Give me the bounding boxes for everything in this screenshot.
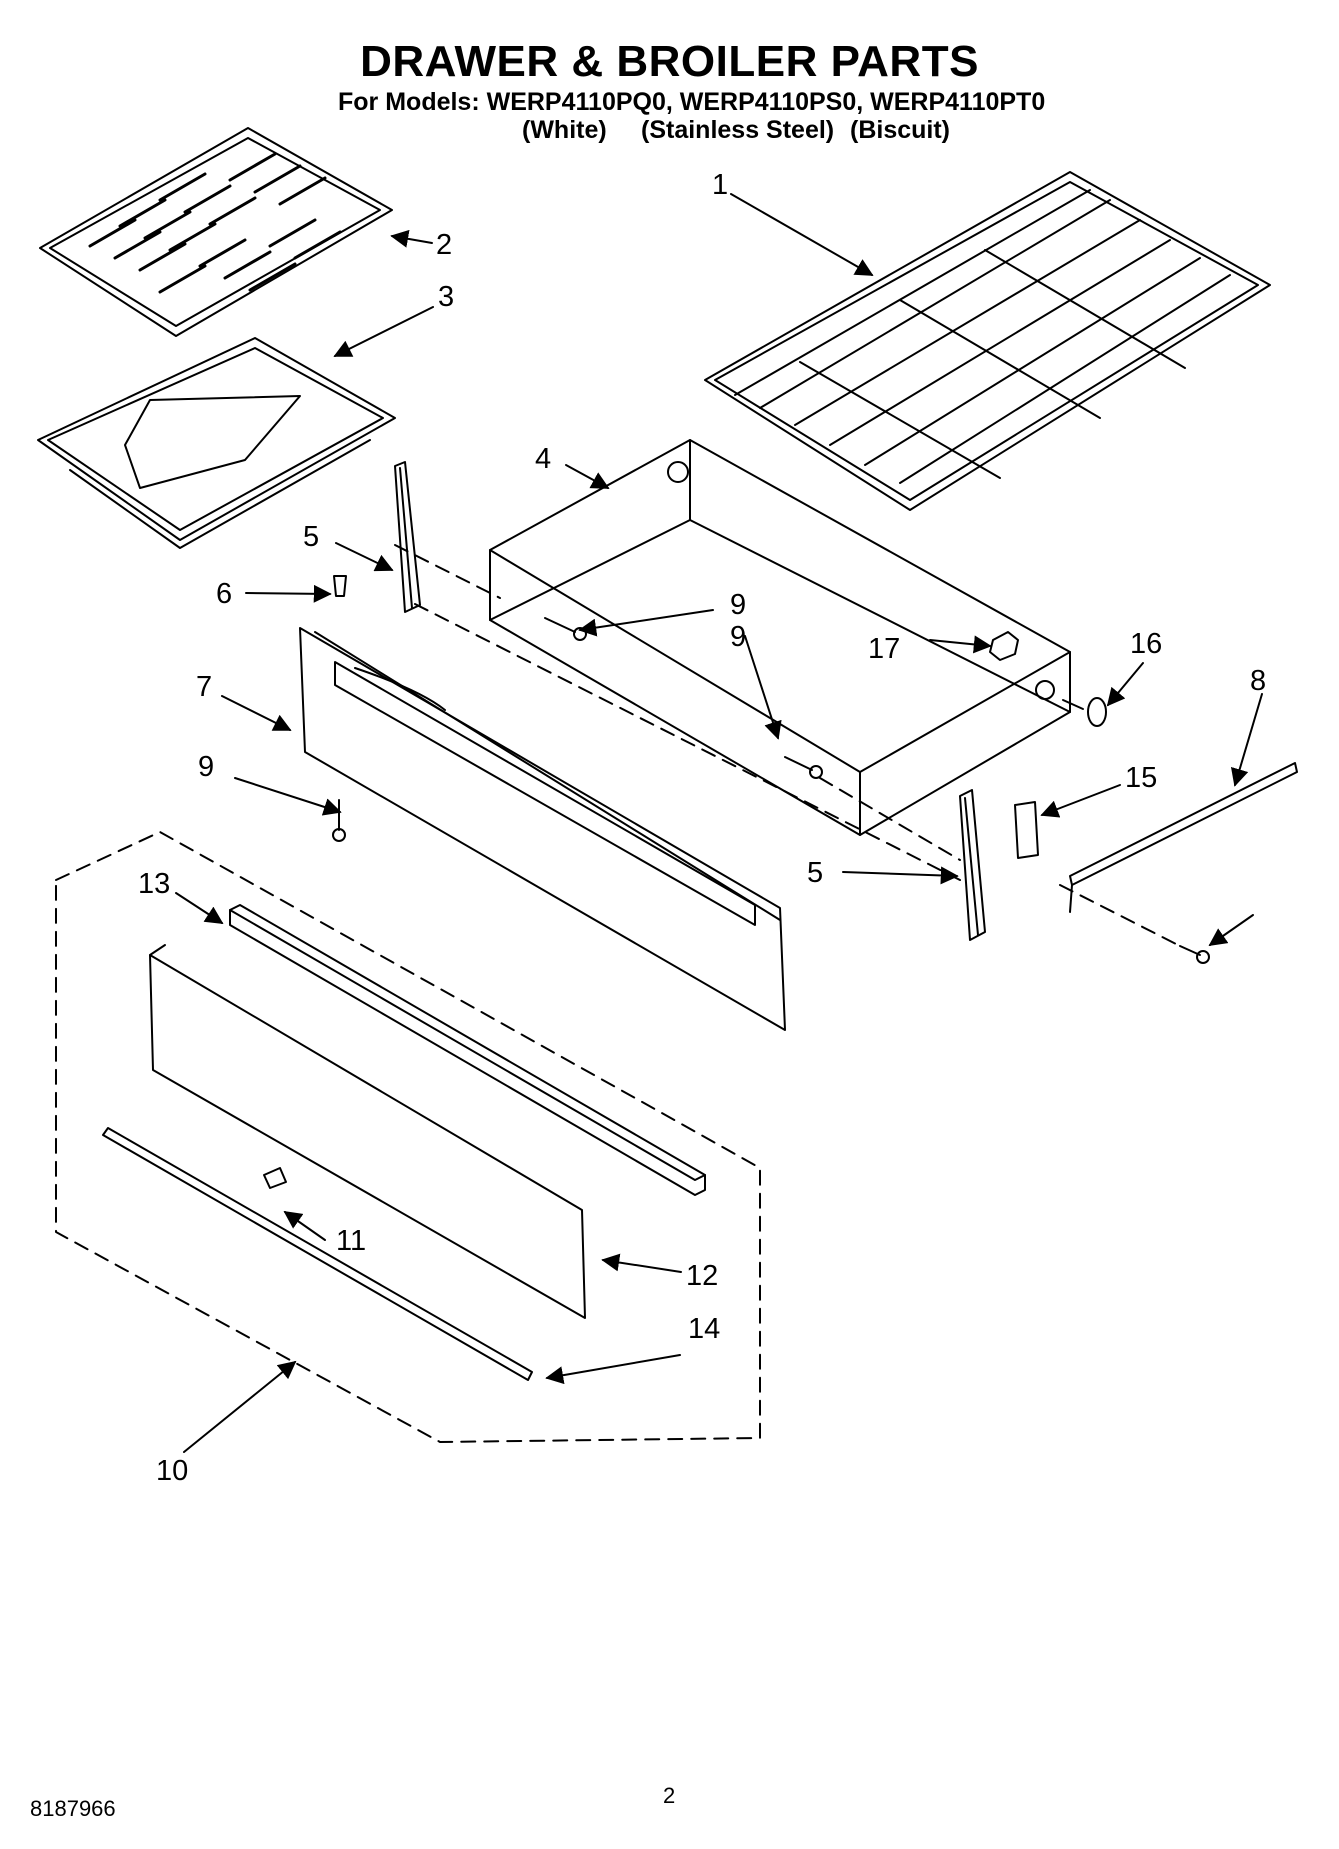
callout-4: 4 [535,443,551,475]
broiler-pan-part [37,337,396,549]
oven-rack-part [704,171,1271,511]
clip-part [1014,801,1039,859]
callout-6: 6 [216,578,232,610]
callout-9-right: 9 [730,621,746,653]
drawer-front-part [299,627,786,1031]
drawer-body-part [489,439,1071,836]
variant-stainless: (Stainless Steel) [641,116,835,144]
callout-10: 10 [156,1455,188,1487]
page-title: DRAWER & BROILER PARTS [360,37,979,86]
models-line: For Models: WERP4110PQ0, WERP4110PS0, WE… [338,88,1046,116]
page-number: 2 [663,1783,676,1808]
callout-13: 13 [138,868,170,900]
callout-3: 3 [438,281,454,313]
glide-part [1062,697,1107,727]
callout-17: 17 [868,633,900,665]
callout-15: 15 [1125,762,1157,794]
callout-1: 1 [712,169,728,201]
broiler-grid-part [39,127,393,337]
callout-7: 7 [196,671,212,703]
callout-labels: 1 2 3 4 5 6 7 9 9 17 16 8 15 5 13 9 11 1… [138,169,1266,1487]
nut-part [989,631,1019,661]
callout-12: 12 [686,1260,718,1292]
callout-leaders [175,193,1263,1453]
callout-5-right: 5 [807,857,823,889]
stud-part [333,575,347,597]
callout-5-left: 5 [303,521,319,553]
callout-16: 16 [1130,628,1162,660]
document-code: 8187966 [30,1796,116,1821]
kick-panel-assembly [102,904,706,1381]
rail-part [1069,762,1298,913]
callout-14: 14 [688,1313,720,1345]
variant-white: (White) [522,116,607,144]
callout-2: 2 [436,229,452,261]
variant-biscuit: (Biscuit) [850,116,950,144]
drawer-slide-part [394,461,986,941]
callout-9-upper: 9 [730,589,746,621]
screw-part [332,617,1210,964]
callout-11: 11 [336,1225,366,1257]
callout-9-lower: 9 [198,751,214,783]
callout-8: 8 [1250,665,1266,697]
